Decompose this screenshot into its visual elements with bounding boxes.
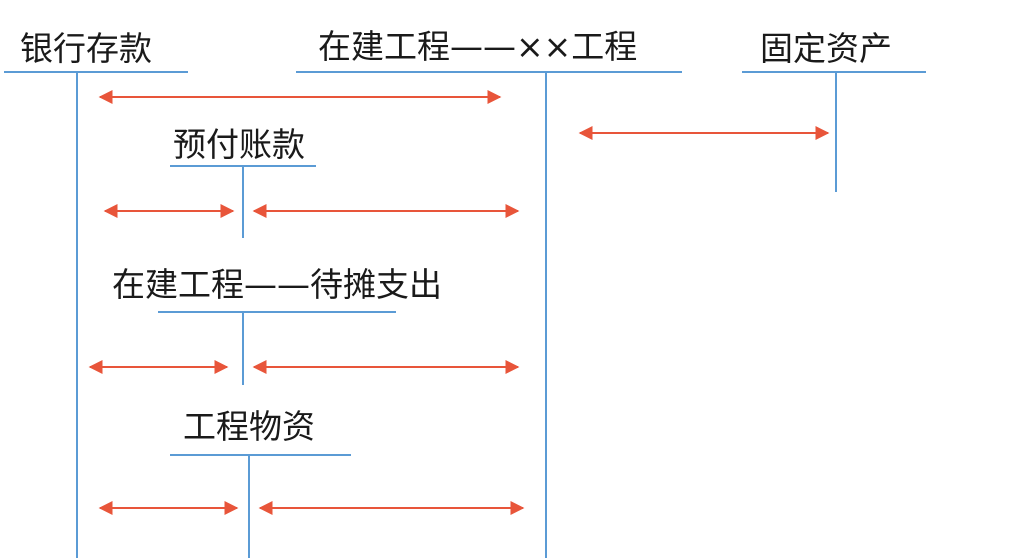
construction-project-label: 在建工程——××工程 [318,27,638,66]
construction-pending-label: 在建工程——待摊支出 [112,265,442,304]
fixed-assets-label: 固定资产 [760,29,892,68]
engineering-materials-label: 工程物资 [183,407,315,446]
bank-deposit-label: 银行存款 [20,29,152,68]
prepayments-label: 预付账款 [173,125,305,164]
